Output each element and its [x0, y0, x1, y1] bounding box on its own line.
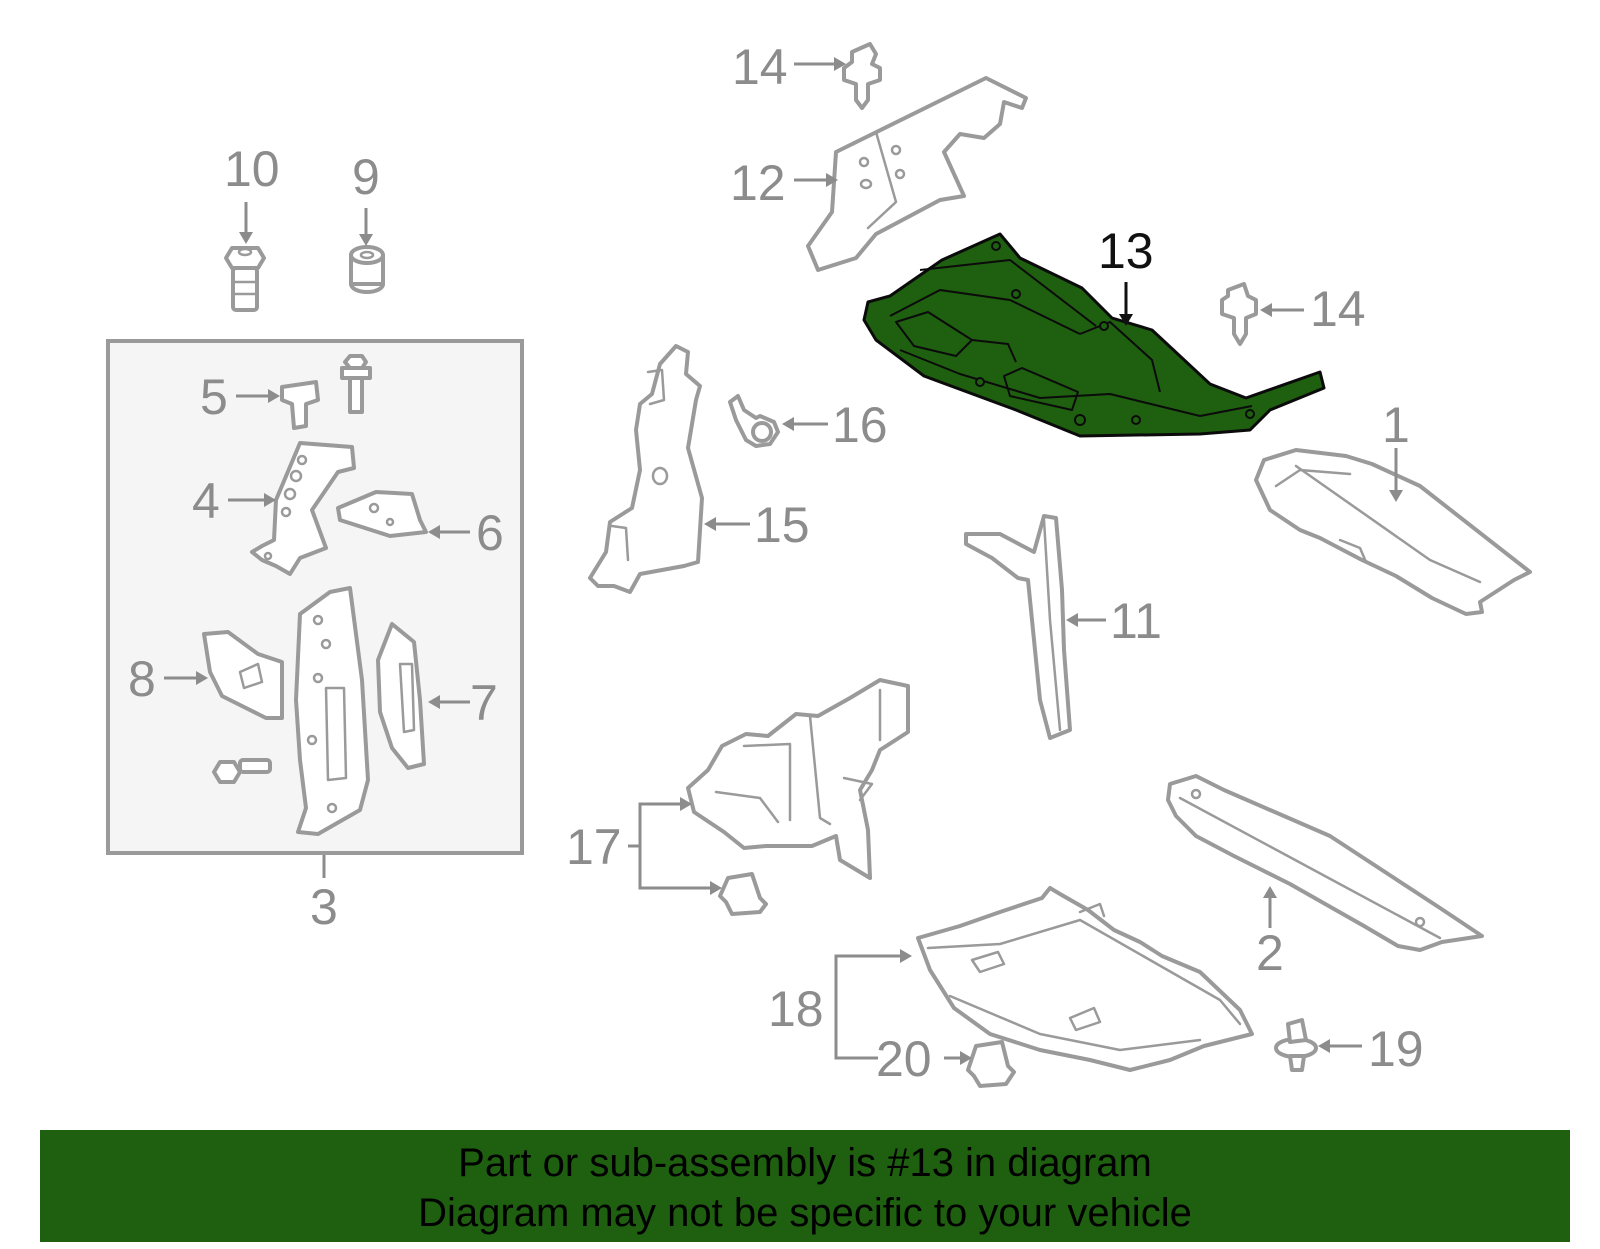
part-17-bracket[interactable]: [686, 678, 910, 880]
leader-lines: [164, 57, 1403, 1065]
part-19-clip[interactable]: [1274, 1018, 1318, 1072]
callout-10: 10: [224, 141, 280, 197]
callout-14-right: 14: [1310, 281, 1366, 337]
callout-20: 20: [876, 1031, 932, 1087]
part-20-clip[interactable]: [966, 1040, 1016, 1088]
part-14-clip-right[interactable]: [1220, 282, 1258, 346]
callout-8: 8: [128, 651, 156, 707]
part-9-nut[interactable]: [349, 245, 385, 294]
callout-2: 2: [1256, 925, 1284, 981]
callout-13: 13: [1098, 223, 1154, 279]
callout-3: 3: [310, 879, 338, 935]
part-2-crossmember[interactable]: [1166, 774, 1484, 952]
part-12-bracket[interactable]: [806, 76, 1028, 272]
callout-14-upper: 14: [732, 39, 788, 95]
callout-15: 15: [754, 497, 810, 553]
part-11-support[interactable]: [964, 514, 1072, 740]
part-13-engine-undercover[interactable]: [862, 232, 1326, 438]
callout-1: 1: [1382, 397, 1410, 453]
callout-18: 18: [768, 981, 824, 1037]
callout-9: 9: [352, 149, 380, 205]
callout-7: 7: [470, 675, 498, 731]
part-10-bolt[interactable]: [224, 246, 266, 312]
banner-line-disclaimer: Diagram may not be specific to your vehi…: [418, 1191, 1192, 1235]
callout-5: 5: [200, 369, 228, 425]
part-7-bracket[interactable]: [376, 622, 426, 770]
callout-11: 11: [1110, 593, 1162, 649]
part-4-bracket[interactable]: [250, 441, 356, 576]
callout-12: 12: [730, 155, 786, 211]
callout-labels: 10 9 14 12 13 14 16 15 1 11 17 2 18 20 1…: [128, 39, 1424, 1087]
part-1-beam[interactable]: [1254, 448, 1532, 616]
part-17-clip[interactable]: [718, 872, 768, 916]
part-16-clip[interactable]: [728, 394, 780, 448]
kit-bolt-lower: [212, 758, 272, 784]
part-3-support[interactable]: [294, 586, 370, 836]
part-14-clip-upper[interactable]: [842, 42, 882, 110]
banner-line-part: Part or sub-assembly is #13 in diagram: [458, 1141, 1152, 1185]
part-5-clip[interactable]: [280, 380, 320, 430]
part-15-bracket[interactable]: [588, 344, 704, 594]
callout-17: 17: [566, 819, 622, 875]
callout-6: 6: [476, 505, 504, 561]
part-6-plate[interactable]: [336, 490, 428, 538]
kit-bolt-upper: [340, 354, 372, 414]
callout-4: 4: [192, 473, 220, 529]
info-banner: Part or sub-assembly is #13 in diagram D…: [40, 1130, 1570, 1242]
callout-19: 19: [1368, 1021, 1424, 1077]
part-8-bracket[interactable]: [202, 630, 284, 720]
callout-16: 16: [832, 397, 888, 453]
part-18-undercover[interactable]: [916, 886, 1254, 1072]
